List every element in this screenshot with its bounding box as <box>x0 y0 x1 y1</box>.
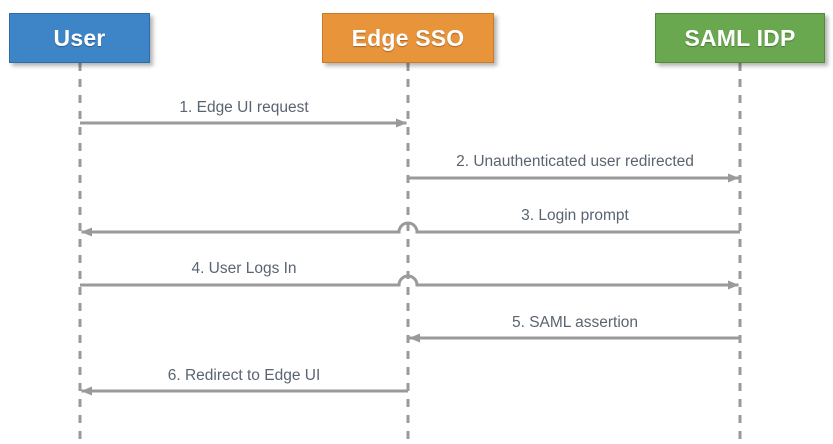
message-label-5: 5. SAML assertion <box>511 314 639 331</box>
participant-label-edge-sso: Edge SSO <box>351 24 465 51</box>
message-arrow-4[interactable] <box>80 274 739 290</box>
lifelines-group <box>78 63 742 444</box>
message-arrows-group <box>80 118 741 396</box>
message-label-3: 3. Login prompt <box>521 207 629 224</box>
participant-box-user[interactable]: User <box>9 13 150 63</box>
message-arrow-3[interactable] <box>81 221 741 237</box>
message-label-1: 1. Edge UI request <box>179 99 309 116</box>
participant-box-saml-idp[interactable]: SAML IDP <box>655 13 825 63</box>
message-label-4: 4. User Logs In <box>191 260 297 277</box>
participant-box-edge-sso[interactable]: Edge SSO <box>322 13 494 63</box>
message-label-2: 2. Unauthenticated user redirected <box>456 153 694 170</box>
participant-label-user: User <box>53 24 106 51</box>
participant-label-saml-idp: SAML IDP <box>684 24 796 51</box>
message-label-6: 6. Redirect to Edge UI <box>167 367 321 384</box>
